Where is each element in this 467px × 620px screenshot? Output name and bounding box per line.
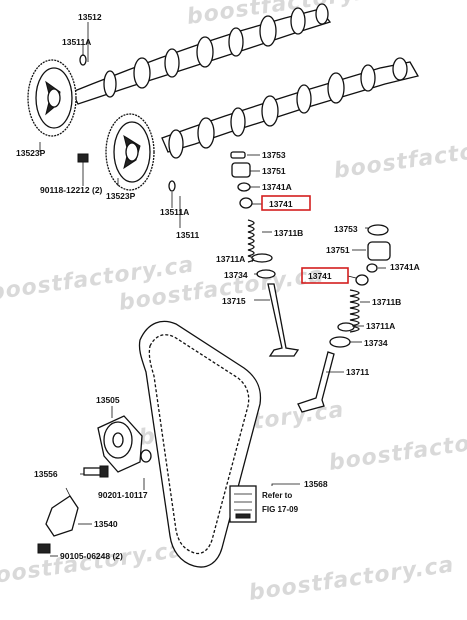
label-13512: 13512: [78, 12, 102, 22]
watermark-text: boostfactory.ca: [0, 537, 186, 591]
watermark-text: boostfactory.ca: [247, 552, 456, 606]
valve-train-a: [230, 151, 300, 357]
label-13505: 13505: [96, 395, 120, 405]
damper-13540: [45, 487, 79, 537]
refer-to-icon: [229, 485, 257, 523]
label-13711b-a: 13711B: [274, 228, 303, 238]
label-13511a-top: 13511A: [62, 37, 91, 47]
timing-belt: [138, 320, 262, 568]
label-13741-a: 13741: [269, 199, 293, 209]
label-90105: 90105-06248 (2): [60, 551, 123, 561]
highlight-13741-a: [261, 195, 311, 211]
label-13511: 13511: [176, 230, 199, 240]
label-13511a-middle: 13511A: [160, 207, 189, 217]
label-13741a-b: 13741A: [390, 262, 420, 272]
label-13751-b: 13751: [326, 245, 350, 255]
label-90118: 90118-12212 (2): [40, 185, 103, 195]
watermark-text: boostfactory.ca: [332, 130, 467, 184]
valve-train-b: [297, 224, 391, 413]
bolt-90118: [77, 153, 89, 176]
bolt-13556: [83, 465, 109, 478]
label-13741a-a: 13741A: [262, 182, 292, 192]
cam-sprocket-middle: [105, 113, 155, 191]
label-13715: 13715: [222, 296, 246, 306]
label-13711a-b: 13711A: [366, 321, 395, 331]
label-13741-b: 13741: [308, 271, 332, 281]
label-13711: 13711: [346, 367, 369, 377]
pin-13511a: [79, 54, 176, 192]
bolt-90105: [37, 543, 51, 554]
label-13751-a: 13751: [262, 166, 286, 176]
label-13711b-b: 13711B: [372, 297, 401, 307]
label-13540: 13540: [94, 519, 118, 529]
label-13753-b: 13753: [334, 224, 358, 234]
tensioner-13505: [97, 415, 152, 473]
label-13523p-middle: 13523P: [106, 191, 136, 201]
camshaft-upper: [71, 3, 332, 105]
cam-sprocket-left: [27, 59, 77, 137]
highlight-13741-b: [301, 267, 349, 284]
refer-to-line1: Refer to: [262, 491, 292, 500]
watermark-text: boostfactory.ca: [327, 422, 467, 476]
leader-lines: [39, 22, 386, 557]
refer-to-line2: FIG 17-09: [262, 505, 299, 514]
label-13734-a: 13734: [224, 270, 248, 280]
label-13523p-left: 13523P: [16, 148, 46, 158]
label-13753-a: 13753: [262, 150, 286, 160]
label-13734-b: 13734: [364, 338, 388, 348]
label-90201: 90201-10117: [98, 490, 148, 500]
camshaft-lower: [161, 57, 419, 159]
label-13711a-a: 13711A: [216, 254, 245, 264]
label-13556: 13556: [34, 469, 58, 479]
part-labels: 13512 13511A 13523P 90118-12212 (2) 1352…: [16, 12, 420, 561]
label-13568: 13568: [304, 479, 328, 489]
